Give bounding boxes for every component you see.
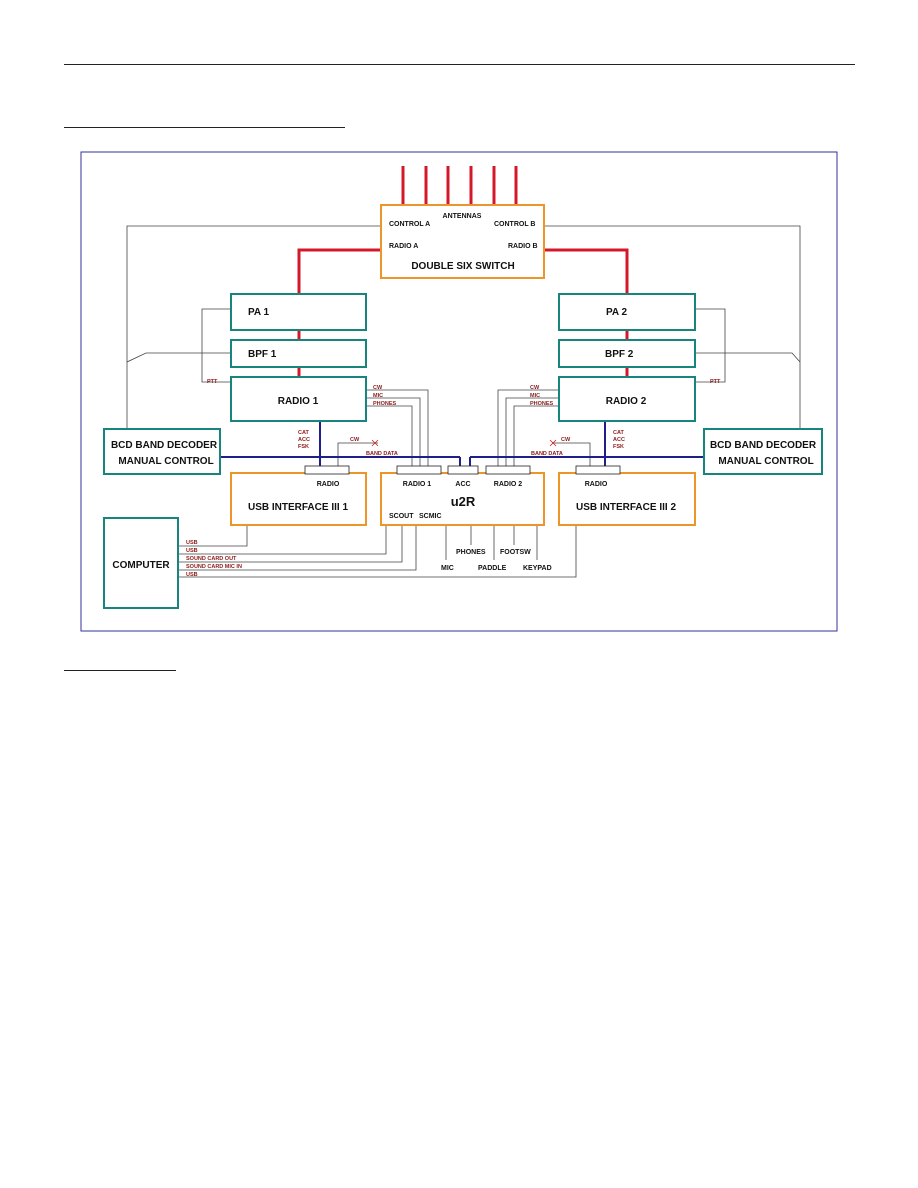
- bcd-left-line1: BCD BAND DECODER: [111, 440, 218, 451]
- bcd-decoder-right: BCD BAND DECODER MANUAL CONTROL: [703, 428, 823, 475]
- bpf2-label: BPF 2: [605, 349, 634, 360]
- bpf1-label: BPF 1: [248, 349, 277, 360]
- fsk-right-label: FSK: [613, 444, 624, 450]
- radio-a-label: RADIO A: [389, 243, 418, 250]
- pa1-label: PA 1: [248, 307, 270, 318]
- radio-b-label: RADIO B: [508, 243, 538, 250]
- fsk-left-label: FSK: [298, 444, 309, 450]
- usb-interface-2: RADIO USB INTERFACE III 2: [558, 465, 696, 526]
- sound-card-out-label: SOUND CARD OUT: [186, 556, 237, 562]
- radio1-box: RADIO 1: [230, 376, 367, 422]
- u2r-scout-label: SCOUT: [389, 513, 414, 520]
- pa1-box: PA 1: [230, 293, 367, 331]
- mic-r2-label: MIC: [530, 393, 540, 399]
- band-data-right-label: BAND DATA: [531, 451, 563, 457]
- band-data-left-label: BAND DATA: [366, 451, 398, 457]
- header-rule: [64, 64, 855, 65]
- cat-left-label: CAT: [298, 430, 310, 436]
- u2r-radio2-connector: [485, 465, 531, 475]
- usb-line1-label: USB: [186, 540, 198, 546]
- cw-if2-label: CW: [561, 437, 571, 443]
- bcd-right-line2: MANUAL CONTROL: [718, 456, 813, 467]
- cw-break-marks: [371, 439, 557, 447]
- sound-card-mic-in-label: SOUND CARD MIC IN: [186, 564, 242, 570]
- u2r-box: RADIO 1 ACC RADIO 2 u2R SCOUT SCMIC: [380, 465, 545, 526]
- pa2-label: PA 2: [606, 307, 628, 318]
- control-b-label: CONTROL B: [494, 221, 535, 228]
- cat-right-label: CAT: [613, 430, 625, 436]
- radio2-label: RADIO 2: [606, 396, 647, 407]
- computer-box: COMPUTER: [103, 517, 179, 609]
- radio2-box: RADIO 2: [558, 376, 696, 422]
- radio1-label: RADIO 1: [278, 396, 319, 407]
- subsection-heading-underline: [64, 670, 176, 671]
- usb-line3-label: USB: [186, 572, 198, 578]
- u2r-scmic-label: SCMIC: [419, 513, 442, 520]
- footsw-jack-label: FOOTSW: [500, 549, 531, 556]
- diagram-frame: [80, 151, 838, 632]
- usb-if1-port-label: RADIO: [317, 481, 340, 488]
- mic-jack-label: MIC: [441, 565, 454, 572]
- peripheral-labels: PHONES FOOTSW MIC PADDLE KEYPAD: [441, 549, 552, 572]
- pa2-box: PA 2: [558, 293, 696, 331]
- usb-if1-name: USB INTERFACE III 1: [248, 502, 348, 513]
- double-six-switch: ANTENNAS CONTROL A CONTROL B RADIO A RAD…: [380, 204, 545, 279]
- usb-line2-label: USB: [186, 548, 198, 554]
- u2r-port-radio2: RADIO 2: [494, 481, 523, 488]
- usb-interface-1: RADIO USB INTERFACE III 1: [230, 465, 367, 526]
- phones-r2-label: PHONES: [530, 401, 554, 407]
- bpf1-box: BPF 1: [230, 339, 367, 368]
- switch-name: DOUBLE SIX SWITCH: [411, 261, 514, 272]
- rf-feedlines: [297, 166, 629, 377]
- band-data-bus: [220, 421, 704, 466]
- cw-r2-label: CW: [530, 385, 540, 391]
- paddle-jack-label: PADDLE: [478, 565, 507, 572]
- u2r-acc-connector: [447, 465, 479, 475]
- computer-label: COMPUTER: [112, 560, 170, 571]
- ptt-right-label: PTT: [710, 379, 721, 385]
- bcd-left-line2: MANUAL CONTROL: [118, 456, 213, 467]
- usb-if1-radio-connector: [304, 465, 350, 475]
- bcd-decoder-left: BCD BAND DECODER MANUAL CONTROL: [103, 428, 221, 475]
- ptt-left-label: PTT: [207, 379, 218, 385]
- control-a-label: CONTROL A: [389, 221, 430, 228]
- bpf2-box: BPF 2: [558, 339, 696, 368]
- u2r-name: u2R: [451, 494, 476, 509]
- phones-r1-label: PHONES: [373, 401, 397, 407]
- acc-left-label: ACC: [298, 437, 310, 443]
- usb-if2-port-label: RADIO: [585, 481, 608, 488]
- mic-r1-label: MIC: [373, 393, 383, 399]
- u2r-port-acc: ACC: [455, 481, 470, 488]
- acc-right-label: ACC: [613, 437, 625, 443]
- phones-jack-label: PHONES: [456, 549, 486, 556]
- antennas-label: ANTENNAS: [443, 213, 482, 220]
- section-heading-underline: [64, 127, 345, 128]
- u2r-port-radio1: RADIO 1: [403, 481, 432, 488]
- keypad-jack-label: KEYPAD: [523, 565, 552, 572]
- usb-if2-radio-connector: [575, 465, 621, 475]
- usb-if2-name: USB INTERFACE III 2: [576, 502, 676, 513]
- u2r-radio1-connector: [396, 465, 442, 475]
- cw-if1-label: CW: [350, 437, 360, 443]
- signal-labels: PTT PTT CW MIC PHONES CW MIC PHONES CAT …: [186, 379, 721, 578]
- cw-r1-label: CW: [373, 385, 383, 391]
- bcd-right-line1: BCD BAND DECODER: [710, 440, 817, 451]
